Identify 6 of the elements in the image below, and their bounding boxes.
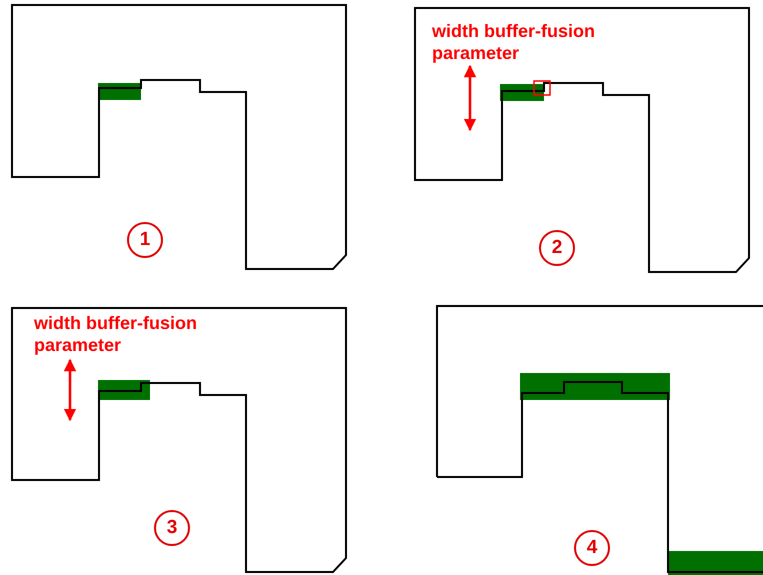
step-number: 1 xyxy=(127,222,163,258)
parameter-label: width buffer-fusion parameter xyxy=(34,312,198,356)
step-number: 4 xyxy=(574,530,610,566)
step-number: 2 xyxy=(539,230,575,266)
step-number: 3 xyxy=(154,510,190,546)
parameter-label: width buffer-fusion parameter xyxy=(432,20,596,64)
